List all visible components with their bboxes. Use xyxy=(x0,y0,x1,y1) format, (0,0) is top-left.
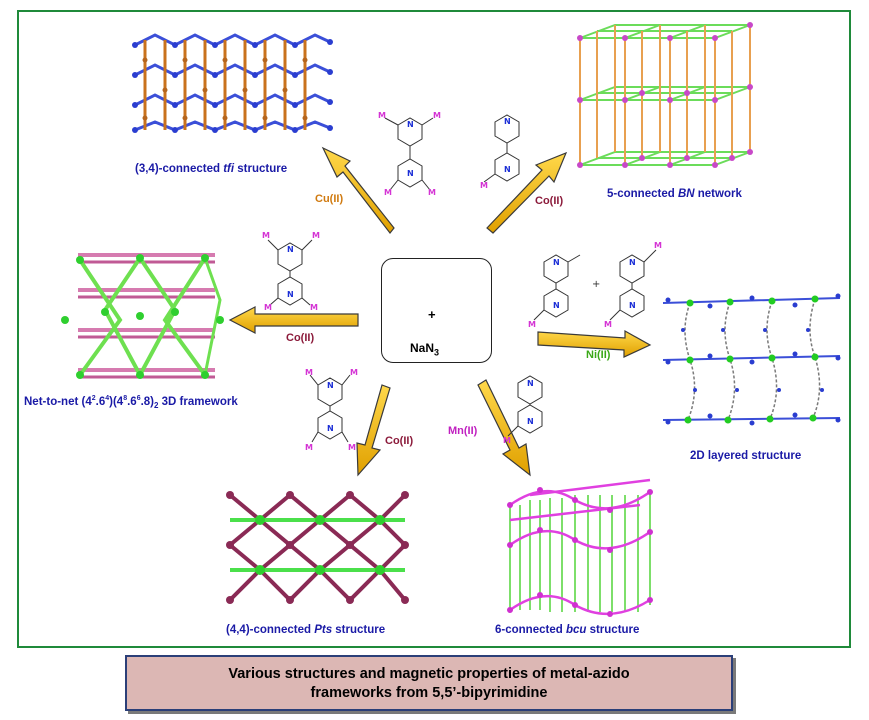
svg-text:N: N xyxy=(527,379,534,388)
label-2d-layered: 2D layered structure xyxy=(690,450,802,462)
svg-text:M: M xyxy=(305,368,313,377)
label-bn: 5-connected BN network xyxy=(607,188,742,200)
svg-text:N: N xyxy=(629,301,636,310)
bn-network-image xyxy=(577,22,753,168)
layered-2d-image xyxy=(662,293,841,426)
svg-text:N: N xyxy=(504,165,511,174)
reagent-box xyxy=(381,258,492,363)
tfi-network-image xyxy=(132,33,333,133)
svg-text:N: N xyxy=(327,424,334,433)
svg-text:M: M xyxy=(264,303,272,312)
caption-line-2: frameworks from 5,5’-bipyrimidine xyxy=(310,685,548,701)
svg-text:M: M xyxy=(433,111,441,120)
arrow-to-bcu xyxy=(477,379,531,477)
svg-text:M: M xyxy=(503,436,511,445)
label-bcu: 6-connected bcu structure xyxy=(495,624,640,636)
svg-text:M: M xyxy=(604,320,612,329)
arrow-to-pts xyxy=(356,384,391,477)
metal-co-top: Co(II) xyxy=(535,195,564,207)
ligand-drawings xyxy=(267,114,657,443)
svg-text:M: M xyxy=(428,188,436,197)
metal-co-left: Co(II) xyxy=(286,332,315,344)
svg-text:N: N xyxy=(553,258,560,267)
svg-text:N: N xyxy=(504,117,511,126)
label-pts: (4,4)-connected Pts structure xyxy=(226,624,386,636)
svg-text:M: M xyxy=(310,303,318,312)
svg-text:+: + xyxy=(592,279,600,290)
arrow-to-bn xyxy=(486,151,568,234)
svg-text:N: N xyxy=(407,120,414,129)
svg-text:M: M xyxy=(350,368,358,377)
svg-text:N: N xyxy=(629,258,636,267)
label-tfi: (3,4)-connected tfi structure xyxy=(135,163,288,175)
svg-text:N: N xyxy=(327,381,334,390)
svg-text:M: M xyxy=(312,231,320,240)
svg-text:M: M xyxy=(348,443,356,452)
svg-text:N: N xyxy=(287,245,294,254)
svg-text:M: M xyxy=(528,320,536,329)
pts-network-image xyxy=(226,491,409,604)
metal-co-bottom: Co(II) xyxy=(385,435,414,447)
arrow-to-layered xyxy=(537,329,652,358)
bcu-network-image xyxy=(507,478,653,617)
svg-text:M: M xyxy=(378,111,386,120)
arrow-to-tfi xyxy=(321,146,395,234)
metal-ni: Ni(II) xyxy=(586,349,611,361)
svg-text:N: N xyxy=(527,417,534,426)
svg-text:M: M xyxy=(654,241,662,250)
caption-box: Various structures and magnetic properti… xyxy=(125,655,733,711)
svg-text:M: M xyxy=(384,188,392,197)
metal-mn: Mn(II) xyxy=(448,425,478,437)
svg-text:N: N xyxy=(553,301,560,310)
svg-text:M: M xyxy=(305,443,313,452)
svg-text:M: M xyxy=(480,181,488,190)
svg-text:N: N xyxy=(287,290,294,299)
net-to-net-image xyxy=(61,253,224,379)
ligand-atom-labels: M M M M M M M M M M M M M M M M M N N N … xyxy=(262,111,662,452)
reagent-plus: + xyxy=(428,307,436,322)
metal-cu: Cu(II) xyxy=(315,193,344,205)
label-net-to-net: Net-to-net (42.64)(48.66.8)2 3D framewor… xyxy=(24,395,238,411)
svg-text:N: N xyxy=(407,169,414,178)
caption-line-1: Various structures and magnetic properti… xyxy=(228,666,630,682)
svg-text:M: M xyxy=(262,231,270,240)
reagent-nan3: NaN3 xyxy=(410,341,440,358)
arrow-to-net xyxy=(228,306,359,334)
